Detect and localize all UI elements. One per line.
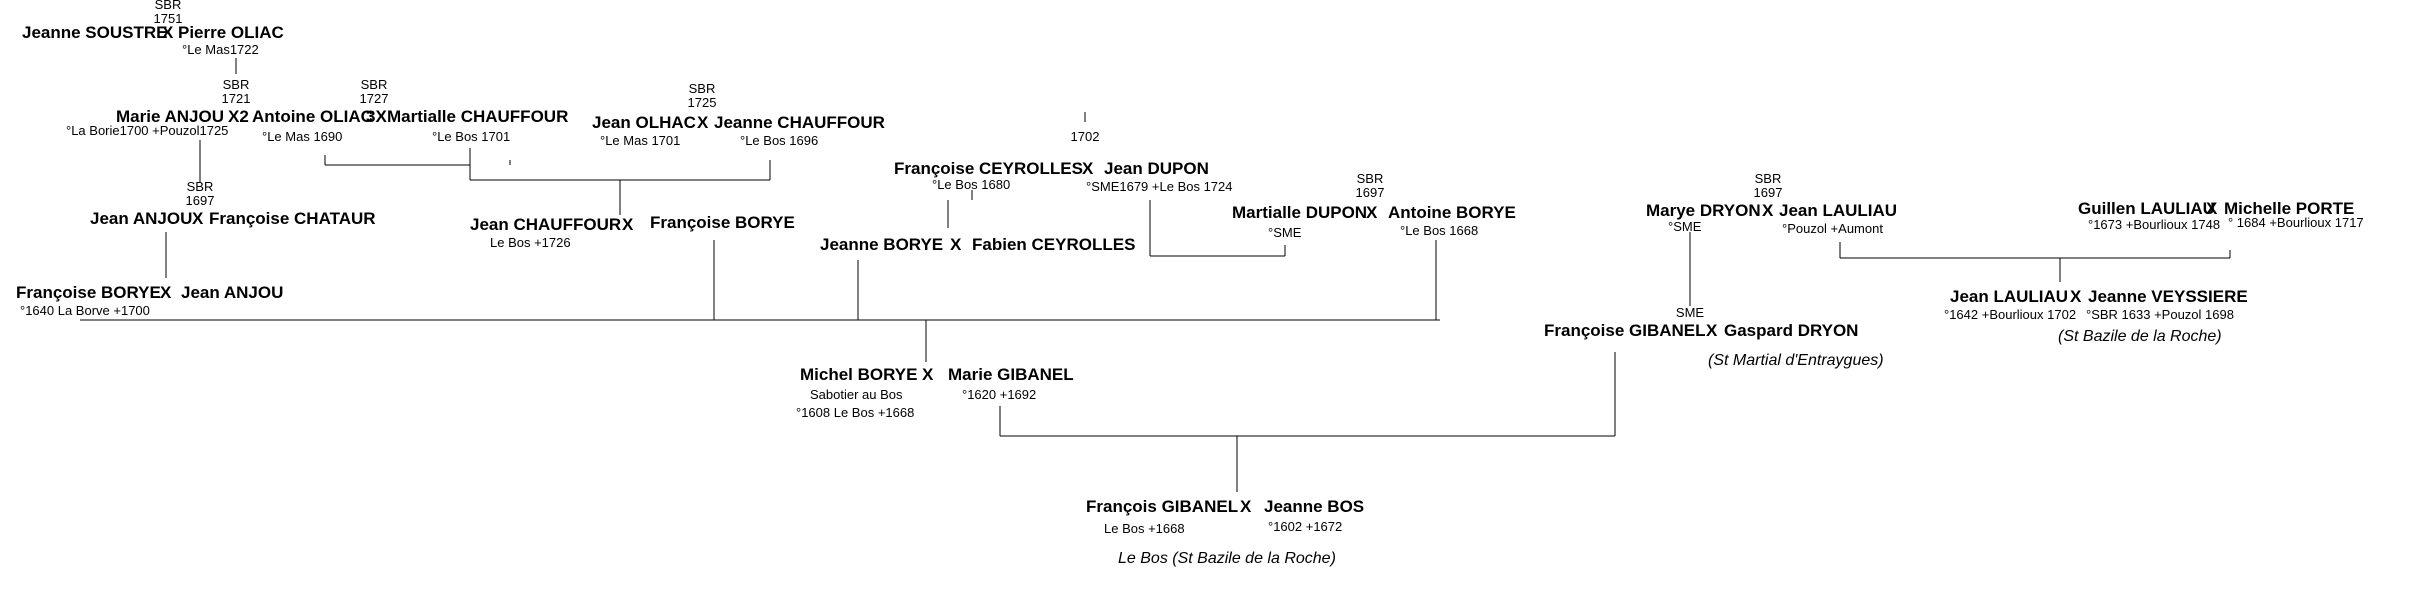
person-marye-dryon-info: °SME [1668,219,1702,234]
person-martialle-dupon: Martialle DUPON [1232,203,1368,222]
person-jean-anjou: Jean ANJOU [90,209,193,228]
person-jeanne-veyssiere-info: °SBR 1633 +Pouzol 1698 [2086,307,2234,322]
marriage-symbol: X [160,283,172,302]
person-jeanne-soustre: Jeanne SOUSTRE [22,23,168,42]
person-jeanne-chauffour-info: °Le Bos 1696 [740,133,819,148]
person-fabien-ceyrolles: Fabien CEYROLLES [972,235,1136,254]
person-francoise-borye-info: °1640 La Borve +1700 [20,303,150,318]
person-antoine-borye: Antoine BORYE [1388,203,1516,222]
person-jean-lauliau-2-info: °1642 +Bourlioux 1702 [1944,307,2077,322]
person-antoine-oliac-info: °Le Mas 1690 [262,129,343,144]
marriage-symbol: X [1706,321,1718,340]
person-michel-borye-job: Sabotier au Bos [810,387,903,402]
marriage-symbol: X [2206,199,2218,218]
person-michelle-porte: Michelle PORTE [2224,199,2355,218]
marriage-date-anjou-oliac: SBR 1721 [221,77,251,107]
person-francoise-ceyrolles-info: °Le Bos 1680 [932,177,1011,192]
marriage-symbol: X [1762,201,1774,220]
person-antoine-oliac: Antoine OLIAC [252,107,373,126]
marriage-year-ceyrolles-dupon: 1702 [1070,129,1100,144]
marriage-symbol: X [162,23,174,42]
marriage-date-dupon-borye: SBR 1697 [1355,171,1385,201]
person-jean-anjou-2: Jean ANJOU [181,283,284,302]
person-francois-gibanel-info: Le Bos +1668 [1104,521,1185,536]
marriage-symbol: X [2070,287,2082,306]
marriage-date-dryon-lauliau: SBR 1697 [1753,171,1783,201]
person-francoise-borye: Françoise BORYE [16,283,161,302]
marriage-symbol: X [192,209,204,228]
person-francoise-ceyrolles: Françoise CEYROLLES [894,159,1083,178]
location-st-martial: (St Martial d'Entraygues) [1708,352,1884,369]
person-marie-anjou: Marie ANJOU [116,107,225,126]
location-le-bos: Le Bos (St Bazile de la Roche) [1118,550,1336,567]
marriage-date-soustre-oliac: SBR 1751 [153,0,183,27]
person-martialle-chauffour-info: °Le Bos 1701 [432,129,511,144]
marriage-date-olhac-chauffour: SBR 1725 [687,81,717,111]
person-francoise-borye-chauffour: Françoise BORYE [650,213,795,232]
person-martialle-chauffour: Martialle CHAUFFOUR [387,107,569,126]
location-st-bazile: (St Bazile de la Roche) [2058,328,2222,345]
person-jean-dupon: Jean DUPON [1104,159,1209,178]
person-jeanne-borye: Jeanne BORYE [820,235,944,254]
person-jean-chauffour-info: Le Bos +1726 [490,235,571,250]
person-jean-olhac-info: °Le Mas 1701 [600,133,681,148]
person-guillen-lauliau-info: °1673 +Bourlioux 1748 [2088,217,2221,232]
marriage-date-anjou-chataur: SBR 1697 [185,179,215,209]
person-marye-dryon: Marye DRYON [1646,201,1761,220]
marriage-symbol: X [950,235,962,254]
person-jean-lauliau-2: Jean LAULIAU [1950,287,2069,306]
person-martialle-dupon-info: °SME [1268,225,1302,240]
person-guillen-lauliau: Guillen LAULIAU [2078,199,2215,218]
person-pierre-oliac-info: °Le Mas1722 [182,42,259,57]
person-jean-chauffour: Jean CHAUFFOUR [470,215,622,234]
person-antoine-borye-info: °Le Bos 1668 [1400,223,1479,238]
person-michel-borye-info: °1608 Le Bos +1668 [796,405,915,420]
person-jeanne-chauffour: Jeanne CHAUFFOUR [714,113,885,132]
person-francois-gibanel: François GIBANEL [1086,497,1239,516]
marriage-symbol: X [622,215,634,234]
person-marie-gibanel-info: °1620 +1692 [962,387,1037,402]
person-marie-gibanel: Marie GIBANEL [948,365,1074,384]
marriage-symbol: X [1082,159,1094,178]
person-jean-dupon-info: °SME1679 +Le Bos 1724 [1086,179,1233,194]
marriage-place-gibanel-dryon: SME [1675,305,1705,320]
person-michelle-porte-info: ° 1684 +Bourlioux 1717 [2228,215,2364,230]
person-pierre-oliac: Pierre OLIAC [178,23,284,42]
person-jean-lauliau: Jean LAULIAU [1779,201,1898,220]
marriage-symbol: X [1366,203,1378,222]
marriage-symbol: X [922,365,934,384]
person-gaspard-dryon: Gaspard DRYON [1724,321,1859,340]
person-jeanne-veyssiere: Jeanne VEYSSIERE [2088,287,2248,306]
person-francoise-chataur: Françoise CHATAUR [209,209,376,228]
marriage-symbol: X2 [228,107,249,126]
person-jean-lauliau-info: °Pouzol +Aumont [1782,221,1883,236]
person-jean-olhac: Jean OLHAC [592,113,696,132]
marriage-date-oliac-chauffour: SBR 1727 [359,77,389,107]
marriage-symbol: X [697,113,709,132]
person-francoise-gibanel: Françoise GIBANEL [1544,321,1706,340]
person-jeanne-bos-info: °1602 +1672 [1268,519,1343,534]
person-jeanne-bos: Jeanne BOS [1264,497,1365,516]
marriage-symbol: X [1240,497,1252,516]
person-michel-borye: Michel BORYE [800,365,918,384]
person-marie-anjou-info: °La Borie1700 +Pouzol1725 [66,123,229,138]
marriage-symbol: 3X [366,107,387,126]
